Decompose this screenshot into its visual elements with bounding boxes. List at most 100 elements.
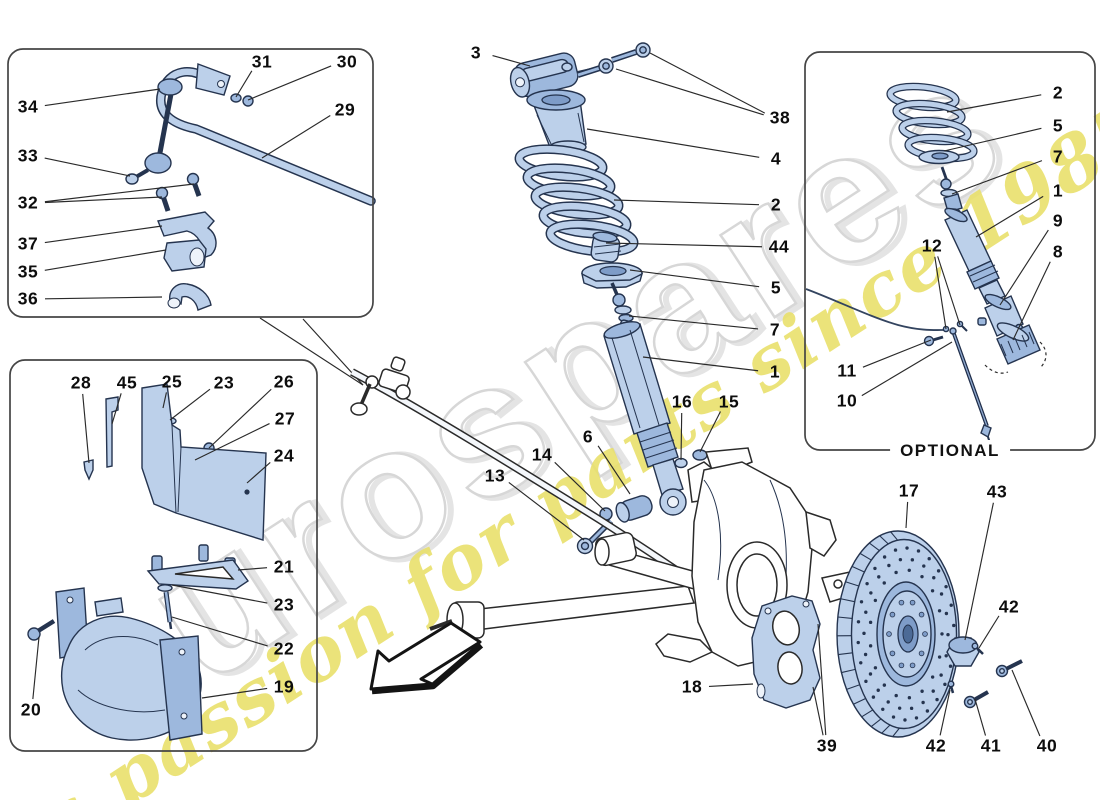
callout-main-43[interactable]: 43 — [986, 481, 1008, 502]
callout-shields-22[interactable]: 22 — [273, 638, 295, 659]
leader-optional-12 — [937, 256, 961, 326]
callout-main-39[interactable]: 39 — [816, 735, 838, 756]
callout-stabilizer-35[interactable]: 35 — [17, 261, 39, 282]
callout-shields-25[interactable]: 25 — [161, 371, 183, 392]
leader-main-4 — [586, 128, 760, 158]
drop-link-stud — [134, 168, 150, 179]
callout-shields-28[interactable]: 28 — [70, 372, 92, 393]
callout-stabilizer-37[interactable]: 37 — [17, 233, 39, 254]
bracket-washer — [157, 584, 173, 592]
callout-shields-19[interactable]: 19 — [273, 676, 295, 697]
leader-optional-12 — [934, 256, 947, 330]
leader-main-41 — [974, 698, 987, 736]
leader-stabilizer-33 — [44, 157, 131, 177]
callout-stabilizer-29[interactable]: 29 — [334, 99, 356, 120]
callout-main-14[interactable]: 14 — [531, 444, 553, 465]
callout-main-4[interactable]: 4 — [770, 148, 782, 169]
leader-stabilizer-30 — [247, 65, 332, 101]
leader-main-15 — [699, 411, 721, 453]
callout-main-6[interactable]: 6 — [582, 426, 594, 447]
leader-shields-25 — [162, 392, 168, 409]
leader-shields-28 — [82, 393, 90, 464]
callout-main-44[interactable]: 44 — [768, 236, 790, 257]
callout-stabilizer-33[interactable]: 33 — [17, 145, 39, 166]
mount-bolts — [561, 42, 651, 78]
callout-main-42[interactable]: 42 — [998, 596, 1020, 617]
bar-end-hole — [217, 80, 225, 88]
spring-clip — [83, 459, 94, 481]
callout-main-15[interactable]: 15 — [718, 391, 740, 412]
clamp-bolts — [155, 172, 202, 212]
callout-shields-45[interactable]: 45 — [116, 372, 138, 393]
callout-shields-26[interactable]: 26 — [273, 371, 295, 392]
callout-stabilizer-30[interactable]: 30 — [336, 51, 358, 72]
leader-lines — [32, 52, 1051, 737]
callout-shields-24[interactable]: 24 — [273, 445, 295, 466]
callout-main-41[interactable]: 41 — [980, 735, 1002, 756]
shock-lower-bushing — [615, 495, 653, 523]
bar-end-arm — [195, 63, 231, 96]
leader-shields-23b — [171, 584, 268, 604]
leader-stabilizer-29 — [261, 115, 331, 159]
leader-stabilizer-32 — [44, 196, 163, 204]
leader-optional-8 — [1012, 261, 1051, 341]
disc-vent-slots — [837, 531, 900, 737]
shield-box — [9, 359, 318, 752]
callout-optional-8[interactable]: 8 — [1052, 241, 1064, 262]
callout-optional-12[interactable]: 12 — [921, 235, 943, 256]
caliper-mounting-bracket — [751, 595, 821, 709]
callout-main-1[interactable]: 1 — [769, 361, 781, 382]
callout-main-2[interactable]: 2 — [770, 194, 782, 215]
optional-coil-spring — [886, 82, 978, 163]
bump-stop — [590, 231, 622, 263]
leader-stabilizer-35 — [44, 249, 167, 271]
optional-box-caption: OPTIONAL — [890, 440, 1010, 462]
leader-main-40 — [1011, 669, 1041, 737]
callout-optional-9[interactable]: 9 — [1052, 210, 1064, 231]
callout-stabilizer-32[interactable]: 32 — [17, 192, 39, 213]
callout-optional-5[interactable]: 5 — [1052, 115, 1064, 136]
callout-shields-20[interactable]: 20 — [20, 699, 42, 720]
callout-main-38[interactable]: 38 — [769, 107, 791, 128]
callout-main-40[interactable]: 40 — [1036, 735, 1058, 756]
leader-optional-11 — [862, 339, 932, 368]
leader-optional-1 — [975, 195, 1044, 238]
bar-clamp — [157, 211, 217, 261]
leader-shields-21 — [237, 567, 268, 571]
callout-main-5[interactable]: 5 — [770, 277, 782, 298]
callout-main-7[interactable]: 7 — [769, 319, 781, 340]
leader-main-13 — [508, 481, 585, 541]
callout-main-13[interactable]: 13 — [484, 465, 506, 486]
callout-stabilizer-36[interactable]: 36 — [17, 288, 39, 309]
shock-absorber-body — [603, 321, 687, 516]
callout-main-42b[interactable]: 42 — [925, 735, 947, 756]
callout-optional-11[interactable]: 11 — [837, 360, 857, 381]
callout-optional-7[interactable]: 7 — [1052, 146, 1064, 167]
optional-damper-assembly — [805, 82, 1047, 444]
callout-main-16[interactable]: 16 — [671, 391, 693, 412]
leader-main-7 — [628, 315, 759, 330]
callout-main-3[interactable]: 3 — [470, 42, 482, 63]
callout-stabilizer-34[interactable]: 34 — [17, 96, 39, 117]
leader-shields-22 — [171, 616, 268, 647]
leader-optional-7 — [951, 160, 1043, 195]
callout-optional-2[interactable]: 2 — [1052, 82, 1064, 103]
leader-main-43 — [964, 502, 994, 641]
callout-shields-23[interactable]: 23 — [213, 372, 235, 393]
callout-optional-1[interactable]: 1 — [1052, 180, 1064, 201]
callout-main-17[interactable]: 17 — [898, 480, 920, 501]
disc-fixing-pins — [947, 642, 984, 694]
drop-link-rod — [156, 93, 174, 159]
link-nut — [242, 95, 254, 107]
shield-assembly — [27, 383, 267, 741]
leader-main-17 — [905, 501, 909, 529]
callout-stabilizer-31[interactable]: 31 — [251, 51, 273, 72]
callout-main-18[interactable]: 18 — [681, 676, 703, 697]
callout-optional-10[interactable]: 10 — [836, 390, 858, 411]
callout-shields-27[interactable]: 27 — [274, 408, 296, 429]
callout-shields-23b[interactable]: 23 — [273, 594, 295, 615]
leader-optional-5 — [943, 127, 1042, 152]
leader-stabilizer-32 — [44, 183, 195, 203]
callout-shields-21[interactable]: 21 — [273, 556, 295, 577]
link-lower-washer — [125, 173, 139, 185]
